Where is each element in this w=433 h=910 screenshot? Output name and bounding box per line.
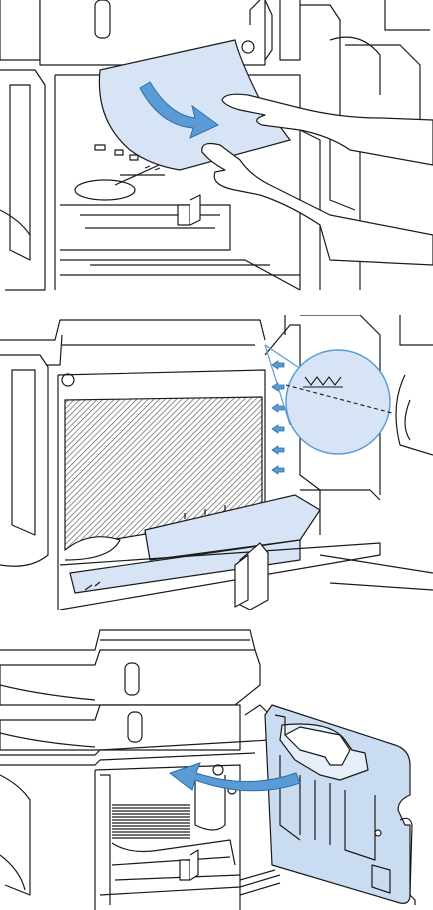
figure-remove-paper-drawing: [0, 0, 433, 295]
left-frame: [0, 70, 45, 290]
tray-ellipse: [75, 180, 135, 200]
figure-close-door-drawing: [0, 625, 433, 910]
figure-remove-paper: [0, 0, 433, 295]
tray-guide: [178, 205, 190, 225]
figure-tray-guides: [0, 315, 433, 610]
lower-hand: [202, 144, 433, 265]
arrow-left-icon: [272, 361, 284, 474]
figure-tray-guides-drawing: [0, 315, 433, 610]
jam-door: [265, 705, 415, 905]
figure-close-door: [0, 625, 433, 910]
printer-top-left: [0, 0, 40, 60]
zoom-callout: [265, 345, 392, 454]
